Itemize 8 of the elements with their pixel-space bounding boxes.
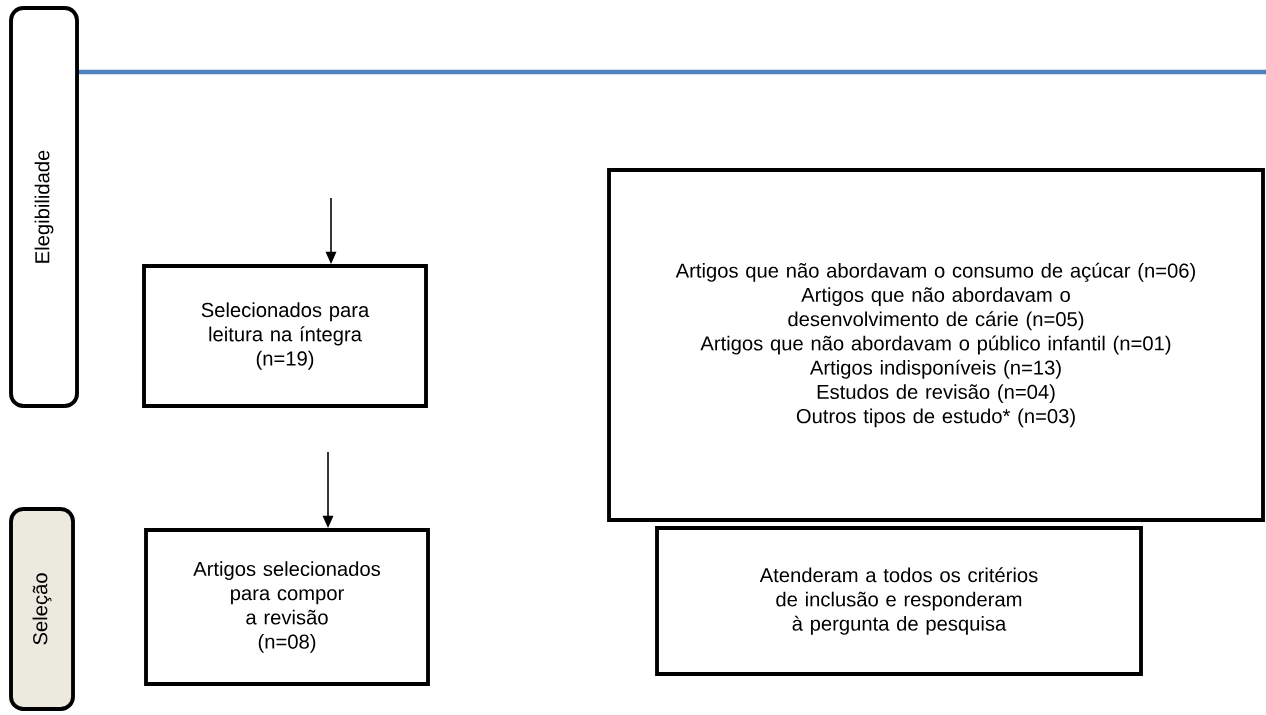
stage-label: Elegibilidade bbox=[34, 150, 54, 263]
stage-band bbox=[9, 6, 79, 408]
process-box: Artigos selecionados para compor a revisão (n=08) bbox=[144, 528, 430, 686]
stage-band bbox=[9, 507, 75, 711]
stage-label: Seleção bbox=[32, 573, 52, 645]
process-box: Artigos que não abordavam o consumo de açúcar (n=06) Artigos que não abordavam o desenvolvimento de cárie (n=05) Artigos que não abordavam o público infantil (n=01) Artigos indisponíveis (n=13) Estudos de revisão (n=04) Outros tipos de estudo* (n=03) bbox=[607, 168, 1265, 522]
process-box: Atenderam a todos os critérios de inclusão e responderam à pergunta de pesquisa bbox=[655, 526, 1143, 676]
process-box: Selecionados para leitura na íntegra (n=19) bbox=[142, 264, 428, 408]
